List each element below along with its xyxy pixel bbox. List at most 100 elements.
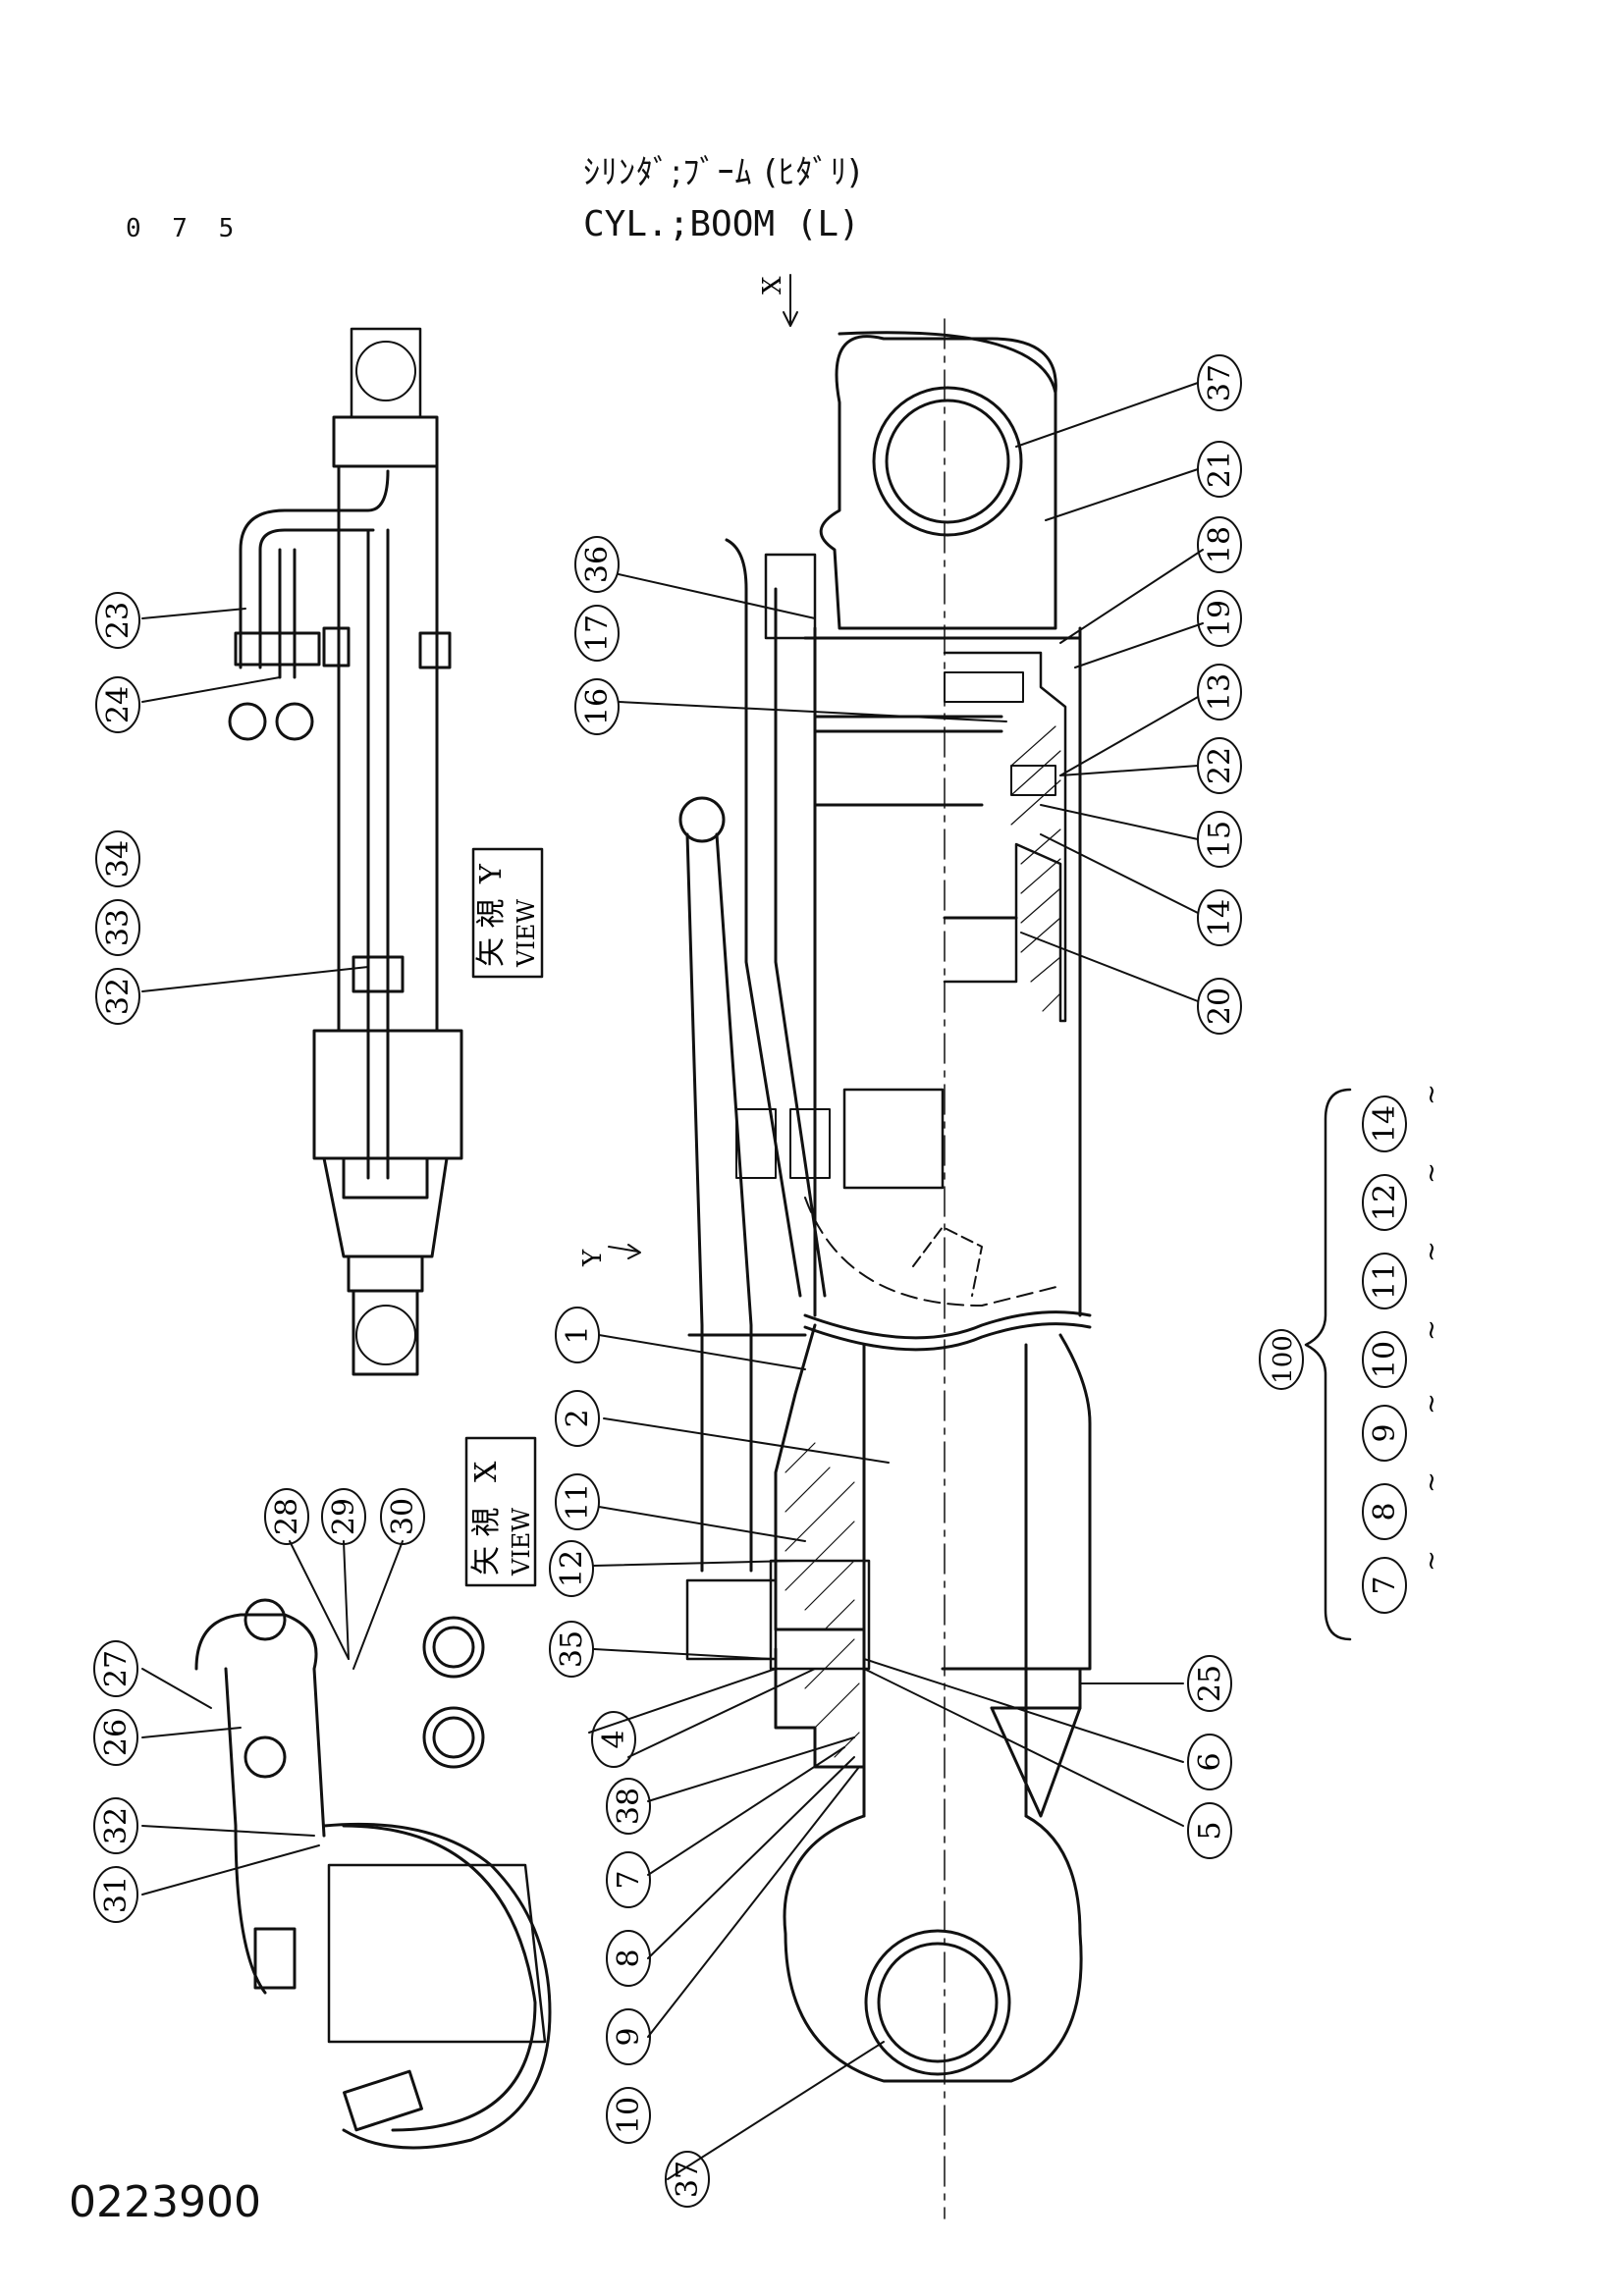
svg-text:18: 18: [1203, 526, 1237, 563]
svg-text:9: 9: [612, 2027, 646, 2046]
callout-4: 4: [591, 1711, 636, 1768]
svg-text:VIEW: VIEW: [508, 1508, 535, 1576]
svg-text:~: ~: [1417, 1162, 1446, 1184]
callout-23: 23: [95, 592, 140, 649]
svg-text:14: 14: [1203, 899, 1237, 936]
hatch-gland: [784, 1442, 860, 1758]
page-code: 0 7 5: [126, 214, 243, 243]
callout-29: 29: [321, 1488, 366, 1545]
eye-bushing-top: [872, 386, 1023, 537]
kit-tilde-2: ~: [1417, 1162, 1446, 1184]
kit-item-7: 7: [1362, 1557, 1407, 1614]
callout-31: 31: [93, 1866, 138, 1923]
svg-text:29: 29: [327, 1498, 361, 1535]
callout-38: 38: [606, 1778, 651, 1835]
svg-text:9: 9: [1368, 1423, 1402, 1442]
svg-text:7: 7: [1368, 1575, 1402, 1594]
callout-28: 28: [264, 1488, 309, 1545]
callout-20: 20: [1197, 978, 1242, 1035]
callout-34: 34: [95, 830, 140, 887]
callout-35: 35: [549, 1621, 594, 1678]
svg-text:VIEW: VIEW: [513, 899, 540, 968]
view-x-box: [464, 1436, 537, 1587]
callout-19: 19: [1197, 590, 1242, 647]
svg-text:10: 10: [1368, 1341, 1402, 1378]
callout-1: 1: [555, 1307, 600, 1363]
svg-text:2: 2: [561, 1409, 595, 1427]
svg-text:37: 37: [671, 2161, 705, 2198]
svg-text:X: X: [469, 1461, 504, 1482]
svg-text:21: 21: [1203, 451, 1237, 488]
svg-text:23: 23: [101, 602, 135, 639]
view-y-label: 矢 視 Y VIEW: [474, 863, 540, 968]
callout-9: 9: [606, 2008, 651, 2065]
kit-tilde-3: ~: [1417, 1241, 1446, 1262]
kit-tilde-1: ~: [1417, 1084, 1446, 1105]
drawing-number: 0223900: [69, 2177, 261, 2227]
view-arrows: [608, 274, 798, 1259]
callout-13: 13: [1197, 664, 1242, 721]
callout-2: 2: [555, 1390, 600, 1447]
leader-lines: [141, 382, 1204, 2180]
callout-6: 6: [1187, 1734, 1232, 1790]
svg-text:5: 5: [1193, 1821, 1227, 1840]
svg-text:8: 8: [1368, 1502, 1402, 1521]
callout-12: 12: [549, 1540, 594, 1597]
svg-text:Y: Y: [578, 1249, 608, 1267]
kit-tilde-7: ~: [1417, 1550, 1446, 1572]
callout-32-bottom: 32: [93, 1797, 138, 1854]
callout-10: 10: [606, 2087, 651, 2144]
title-english: CYL.;BOOM (L): [583, 204, 860, 244]
svg-text:25: 25: [1193, 1665, 1227, 1702]
svg-text:12: 12: [555, 1550, 589, 1587]
kit-item-10: 10: [1362, 1331, 1407, 1388]
svg-text:11: 11: [561, 1483, 595, 1521]
callout-18: 18: [1197, 516, 1242, 573]
kit-item-14: 14: [1362, 1095, 1407, 1152]
svg-text:13: 13: [1203, 673, 1237, 711]
svg-text:22: 22: [1203, 747, 1237, 784]
kit-label-100: 100: [1259, 1329, 1304, 1390]
svg-text:11: 11: [1368, 1262, 1402, 1300]
view-x-drawing: [194, 1598, 552, 2150]
callout-15: 15: [1197, 811, 1242, 868]
callout-27: 27: [93, 1640, 138, 1697]
svg-text:32: 32: [99, 1807, 134, 1844]
svg-text:19: 19: [1203, 600, 1237, 637]
view-y-drawing: [228, 327, 463, 1376]
pipe-bend: [678, 796, 726, 843]
kit-tilde-4: ~: [1417, 1319, 1446, 1341]
callout-11: 11: [555, 1473, 600, 1530]
svg-text:~: ~: [1417, 1319, 1446, 1341]
kit-item-12: 12: [1362, 1174, 1407, 1231]
view-arrow-y-letter: Y: [578, 1249, 608, 1267]
kit-tilde-6: ~: [1417, 1471, 1446, 1493]
kit-item-8: 8: [1362, 1483, 1407, 1540]
svg-text:矢 視: 矢 視: [474, 898, 509, 967]
callout-37-bottom: 37: [665, 2151, 710, 2208]
callout-7: 7: [606, 1851, 651, 1908]
svg-text:33: 33: [101, 909, 135, 946]
svg-text:7: 7: [612, 1870, 646, 1889]
hatch-head: [1010, 725, 1061, 1012]
svg-text:矢 視: 矢 視: [469, 1507, 504, 1575]
callout-26: 26: [93, 1709, 138, 1766]
kit-item-11: 11: [1362, 1253, 1407, 1309]
callout-17: 17: [574, 605, 620, 662]
svg-text:100: 100: [1269, 1335, 1298, 1384]
svg-text:37: 37: [1203, 364, 1237, 401]
callout-22: 22: [1197, 737, 1242, 794]
svg-text:~: ~: [1417, 1241, 1446, 1262]
svg-text:~: ~: [1417, 1393, 1446, 1415]
callout-30: 30: [380, 1488, 425, 1545]
svg-text:X: X: [758, 276, 787, 294]
svg-text:14: 14: [1368, 1105, 1402, 1143]
title-japanese: ｼﾘﾝﾀﾞ;ﾌﾞｰﾑ (ﾋﾀﾞﾘ): [583, 153, 862, 192]
callout-36: 36: [574, 536, 620, 593]
svg-text:38: 38: [612, 1788, 646, 1825]
svg-text:~: ~: [1417, 1084, 1446, 1105]
svg-text:36: 36: [580, 546, 615, 583]
svg-text:34: 34: [101, 840, 135, 878]
kit-bracket: [1304, 1088, 1352, 1641]
